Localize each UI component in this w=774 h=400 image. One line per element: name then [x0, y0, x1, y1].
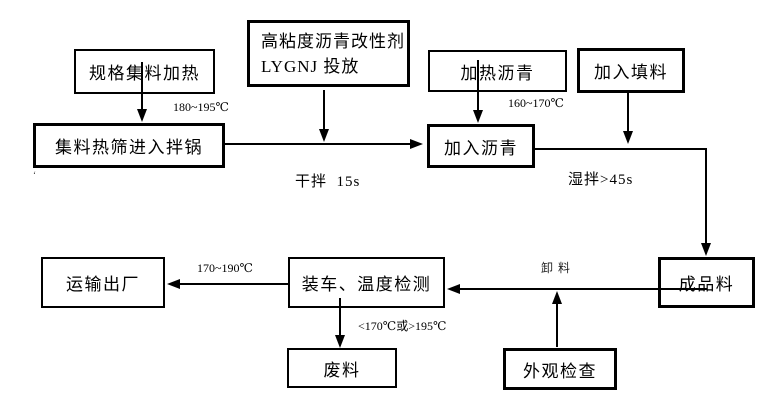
arrow-loading-to-transport	[167, 279, 288, 289]
process-box-finished-product: 成品料	[658, 257, 755, 308]
box-label-line1: 高粘度沥青改性剂	[261, 31, 405, 51]
process-box-spec-aggregate-heating: 规格集料加热	[74, 49, 215, 94]
label-wet-mix-time: 湿拌>45s	[568, 172, 634, 188]
box-label: 装车、温度检测	[301, 275, 432, 294]
process-box-visual-inspection: 外观检查	[503, 348, 617, 390]
label-temp-180-195: 180~195℃	[173, 100, 229, 114]
label-temp-160-170: 160~170℃	[508, 96, 564, 110]
process-box-heat-asphalt: 加热沥青	[428, 50, 567, 92]
box-label: 加热沥青	[460, 63, 535, 83]
label-temp-170-190: 170~190℃	[197, 261, 253, 275]
box-label: 废料	[323, 360, 361, 380]
box-label: 加入填料	[594, 63, 668, 82]
process-box-add-filler: 加入填料	[577, 48, 685, 93]
process-box-aggregate-screening: 集料热筛进入拌锅	[33, 123, 225, 168]
box-label: 运输出厂	[66, 275, 140, 294]
process-box-loading-temp-check: 装车、温度检测	[288, 257, 445, 308]
process-box-add-asphalt: 加入沥青	[427, 124, 535, 168]
label-temp-reject: <170℃或>195℃	[358, 319, 447, 333]
box-label: 加入沥青	[444, 138, 518, 158]
process-box-modifier-dosing: 高粘度沥青改性剂 LYGNJ 投放	[247, 20, 410, 87]
label-unload: 卸料	[541, 261, 576, 275]
box-label: 成品料	[678, 275, 735, 294]
box-label: 集料热筛进入拌锅	[55, 138, 203, 157]
arrow-inspection-up-to-unload-line	[552, 291, 562, 347]
box-label: 规格集料加热	[89, 64, 200, 83]
process-box-waste: 废料	[287, 348, 397, 388]
arrow-modifier-down	[319, 90, 329, 142]
arrow-add-filler-down	[623, 93, 633, 144]
arrow-add-asphalt-to-finished-product	[535, 148, 711, 256]
label-dry-mix-time: 干拌 15s	[295, 174, 361, 190]
box-label-line2: LYGNJ 投放	[261, 56, 360, 76]
stray-quote-mark: ‘	[33, 170, 36, 180]
arrow-screening-to-add-asphalt	[225, 139, 423, 149]
process-box-transport-out: 运输出厂	[41, 257, 165, 308]
box-label: 外观检查	[523, 361, 597, 381]
